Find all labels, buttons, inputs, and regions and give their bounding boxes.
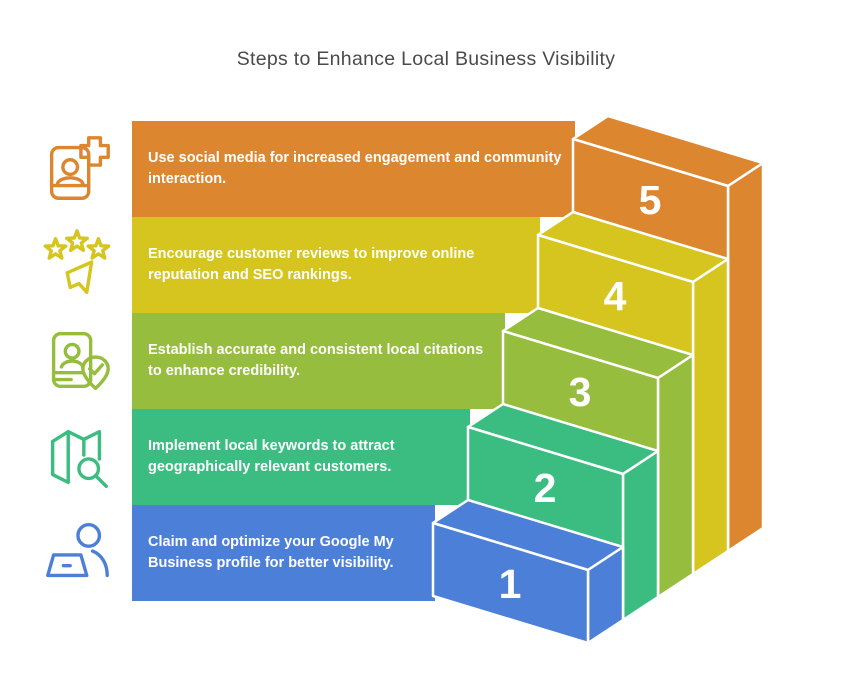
step-2-top-face (466, 402, 660, 476)
step-2-number: 2 (534, 465, 557, 511)
step-1-top-face (431, 498, 625, 572)
step-3-top-face (501, 306, 695, 380)
page-title: Steps to Enhance Local Business Visibili… (236, 48, 616, 70)
step-1-front-face (431, 521, 590, 645)
step-2-icon-box (38, 418, 116, 496)
customer-reviews-icon (43, 229, 111, 295)
step-4-text: Encourage customer reviews to improve on… (148, 245, 475, 283)
step-5-icon-box (38, 130, 116, 208)
verified-citation-icon (51, 331, 110, 391)
step-3-side-face (656, 353, 695, 599)
step-3-icon-box (38, 322, 116, 400)
step-5-side-face (726, 161, 765, 553)
step-5-text: Use social media for increased engagemen… (148, 149, 562, 187)
step-3-text: Establish accurate and consistent local … (148, 341, 484, 379)
step-5-front-face (571, 137, 730, 553)
step-4-front-face (536, 233, 695, 576)
step-2-front-face (466, 425, 625, 622)
step-2-bar: Implement local keywords to attract geog… (132, 409, 470, 505)
step-1-text: Claim and optimize your Google My Busine… (148, 533, 394, 571)
step-4-bar: Encourage customer reviews to improve on… (132, 217, 540, 313)
step-5-bar: Use social media for increased engagemen… (132, 121, 575, 217)
step-1-number: 1 (499, 561, 522, 607)
step-5-top-face (571, 114, 765, 188)
profile-add-icon (49, 136, 110, 200)
laptop-user-icon (46, 523, 109, 578)
step-3-number: 3 (569, 369, 592, 415)
step-4-top-face (536, 210, 730, 284)
step-1-bar: Claim and optimize your Google My Busine… (132, 505, 435, 601)
step-4-icon-box (38, 226, 116, 304)
map-search-icon (50, 429, 108, 488)
step-4-side-face (691, 257, 730, 576)
step-2-side-face (621, 449, 660, 622)
step-3-front-face (501, 329, 660, 599)
step-1-side-face (586, 545, 625, 645)
step-5-number: 5 (639, 177, 662, 223)
step-2-text: Implement local keywords to attract geog… (148, 437, 395, 475)
step-1-icon-box (38, 514, 116, 592)
step-3-bar: Establish accurate and consistent local … (132, 313, 505, 409)
step-4-number: 4 (604, 273, 627, 319)
